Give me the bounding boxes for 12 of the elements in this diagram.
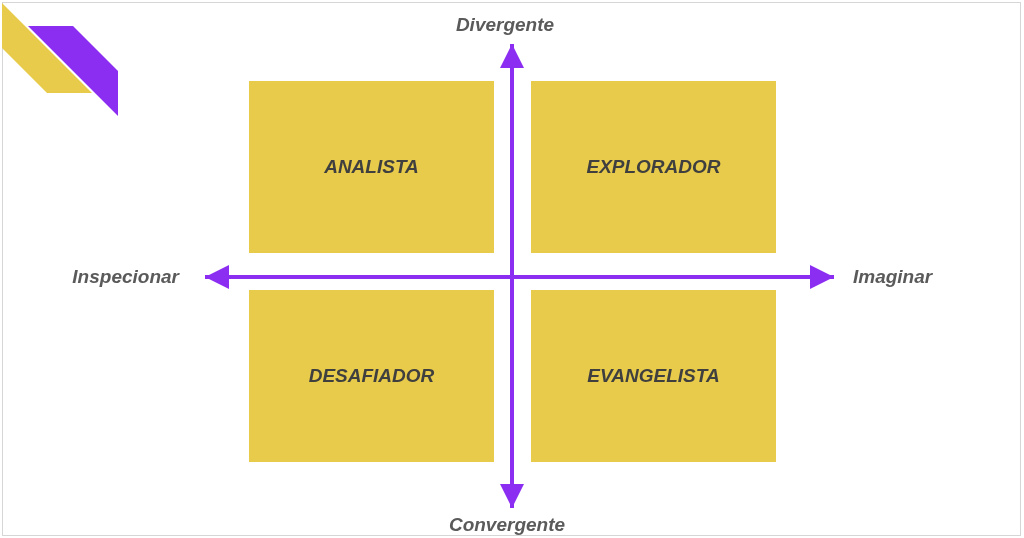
axis-label: Imaginar [853, 264, 933, 289]
axis-label: Inspecionar [72, 264, 179, 289]
axis-label: Convergente [448, 512, 566, 537]
quadrant-title: EVANGELISTA [587, 363, 720, 388]
quadrant-title: ANALISTA [324, 154, 419, 179]
quadrant-box [531, 81, 776, 253]
quadrant-box [249, 81, 494, 253]
quadrant-title: DESAFIADOR [308, 363, 435, 388]
quadrant-box [249, 290, 494, 462]
quadrant-box [531, 290, 776, 462]
quadrant-title: EXPLORADOR [586, 154, 721, 179]
axis-label: Divergente [455, 12, 555, 37]
